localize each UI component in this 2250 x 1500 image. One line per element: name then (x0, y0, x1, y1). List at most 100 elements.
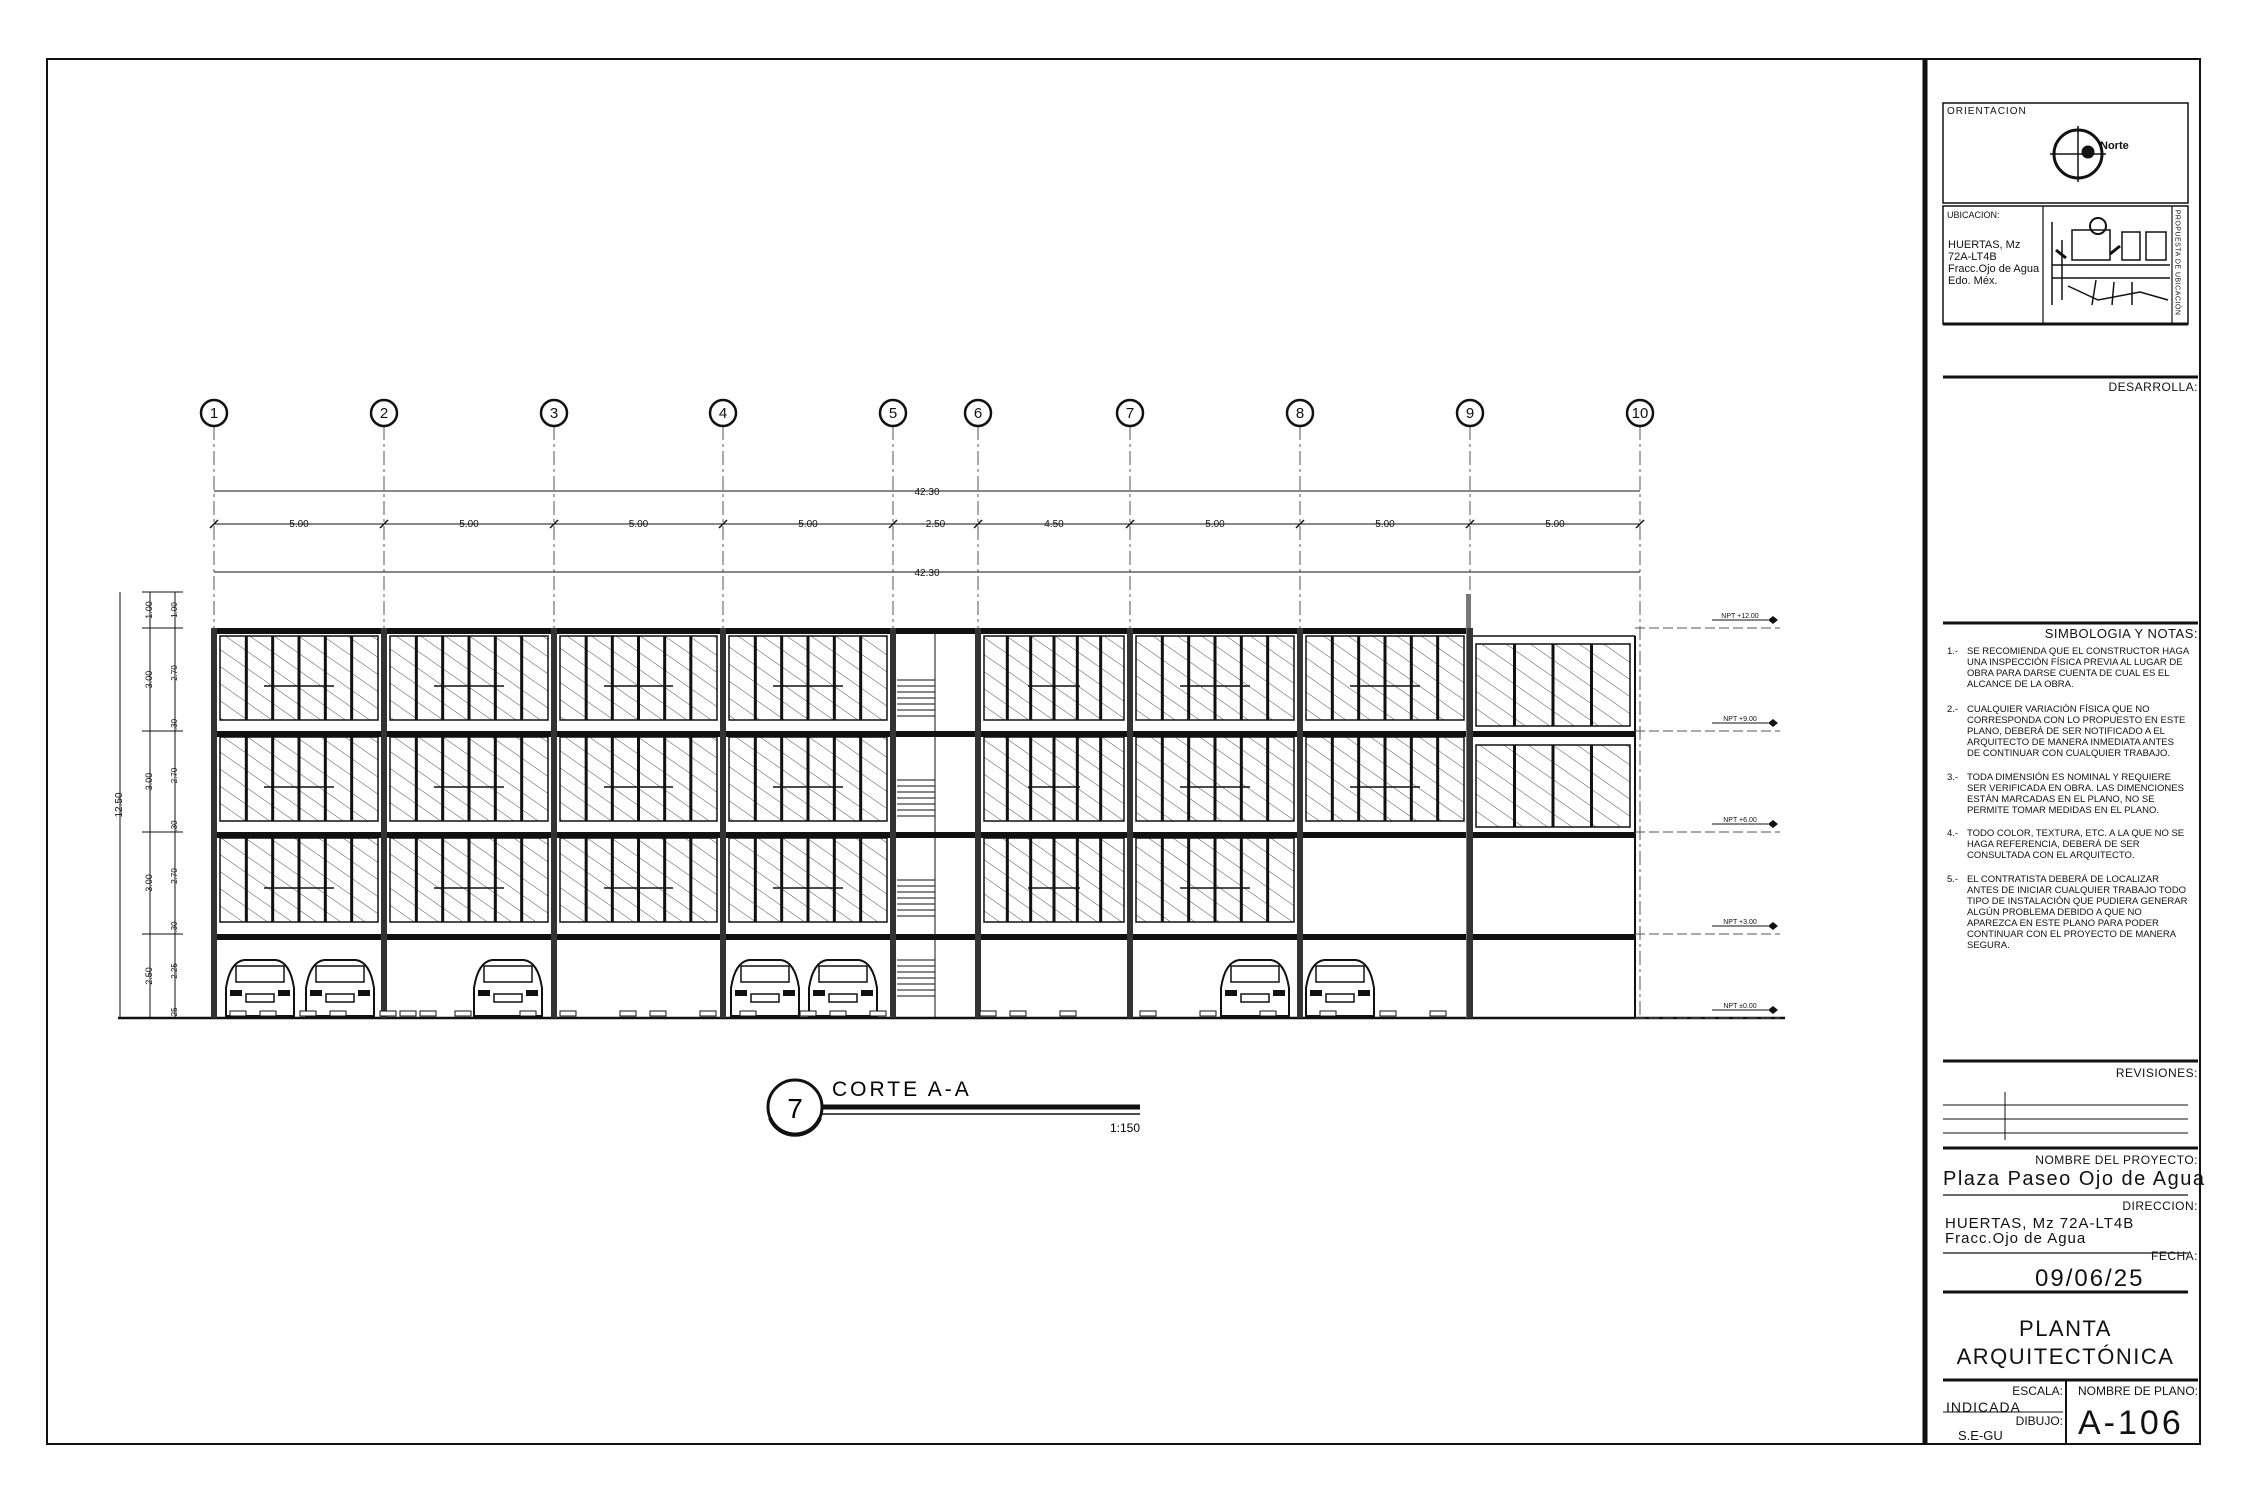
revisions-label: REVISIONES: (2115, 1066, 2198, 1080)
span-dimension: 5.00 (459, 519, 479, 530)
developer-label: DESARROLLA: (2108, 380, 2198, 394)
wheel-stop (1139, 1010, 1157, 1017)
wheel-stop (739, 1010, 757, 1017)
drawn-label: DIBUJO: (2015, 1414, 2063, 1428)
wheel-stop (259, 1010, 277, 1017)
notes-title: SIMBOLOGIA Y NOTAS: (2044, 626, 2198, 641)
level-dimension: 3.00 (144, 874, 154, 892)
grid-axis-bubble (708, 398, 738, 428)
car-windshield (818, 965, 868, 983)
column (211, 628, 217, 1018)
car-headlight (1358, 990, 1370, 996)
project-name-label: NOMBRE DEL PROYECTO: (2035, 1153, 2198, 1167)
wheel-stop (329, 1010, 347, 1017)
wheel-stop (799, 1010, 817, 1017)
grid-axis-bubble (963, 398, 993, 428)
drawn-value: S.E-GU (1958, 1428, 2003, 1443)
column (720, 628, 726, 1018)
level-tag: NPT +9.00 (1723, 716, 1757, 723)
grid-axis-bubble (878, 398, 908, 428)
level-dimension: .30 (170, 820, 179, 832)
grid-axis-bubble (1625, 398, 1655, 428)
wheel-stop (1259, 1010, 1277, 1017)
level-dimension: 2.70 (170, 868, 179, 884)
dimension-tick (1465, 519, 1475, 529)
scale-value: INDICADA (1946, 1399, 2021, 1415)
level-tag-marker (1768, 922, 1778, 930)
level-tag: NPT +3.00 (1723, 919, 1757, 926)
column (890, 628, 896, 1018)
car-grille (750, 993, 780, 1003)
car-headlight (735, 990, 747, 996)
floor-slab (214, 832, 1635, 838)
location-line-2: 72A-LT4B (1948, 251, 1997, 263)
car-headlight (1310, 990, 1322, 996)
wheel-stop (869, 1010, 887, 1017)
column (975, 628, 981, 1018)
column (381, 628, 387, 1018)
car-headlight (358, 990, 370, 996)
grid-axis-label: 6 (974, 405, 982, 422)
note-text: CUALQUIER VARIACIÓN FÍSICA QUE NO CORRES… (1967, 704, 2186, 759)
overall-dimension: 42.30 (914, 487, 939, 498)
note-text: SE RECOMIENDA QUE EL CONSTRUCTOR HAGA UN… (1967, 646, 2189, 690)
note-number: 3.- (1947, 772, 1959, 783)
wheel-stop (619, 1010, 637, 1017)
span-dimension: 4.50 (1044, 519, 1064, 530)
wheel-stop (1319, 1010, 1337, 1017)
sheet-number: A-106 (2078, 1404, 2184, 1442)
section-title: CORTE A-A (832, 1078, 972, 1101)
dimension-tick (718, 519, 728, 529)
level-tag: NPT +12.00 (1721, 613, 1759, 620)
location-side-text: PROPUESTA DE UBICACIÓN (2173, 209, 2181, 316)
dimension-tick (1125, 519, 1135, 529)
grid-axis-label: 10 (1632, 405, 1649, 422)
floor-slab (214, 731, 1635, 737)
sheet-border (46, 58, 2201, 1445)
car-headlight (1273, 990, 1285, 996)
floor-slab (214, 628, 1470, 634)
titleblock-graphics (1942, 102, 2198, 1444)
car-headlight (526, 990, 538, 996)
level-dimension: .25 (170, 1007, 179, 1019)
north-arrow-icon (2050, 126, 2106, 182)
grid-axis-bubble (539, 398, 569, 428)
wheel-stop (1059, 1010, 1077, 1017)
wheel-stop (299, 1010, 317, 1017)
wheel-stop (699, 1010, 717, 1017)
project-name: Plaza Paseo Ojo de Agua (1943, 1168, 2206, 1190)
wheel-stop (379, 1010, 397, 1017)
level-dimension-total: 12.50 (114, 792, 125, 817)
note-text: TODA DIMENSIÓN ES NOMINAL Y REQUIERE SER… (1967, 772, 2184, 816)
level-dimension: 3.00 (144, 671, 154, 689)
wheel-stop (1199, 1010, 1217, 1017)
car-headlight (310, 990, 322, 996)
car-windshield (315, 965, 365, 983)
grid-axis-label: 4 (719, 405, 727, 422)
address-line-1: HUERTAS, Mz 72A-LT4B (1945, 1215, 2135, 1232)
car-headlight (230, 990, 242, 996)
level-tag-marker (1768, 616, 1778, 624)
column (1297, 628, 1303, 1018)
column (551, 628, 557, 1018)
grid-axis-bubble (1285, 398, 1315, 428)
level-dimension: 2.50 (144, 967, 154, 985)
sheet-title-line-1: PLANTA (2019, 1316, 2112, 1341)
note-number: 4.- (1947, 828, 1959, 839)
sheet-title-line-2: ARQUITECTÓNICA (1956, 1344, 2175, 1369)
car-grille (325, 993, 355, 1003)
grid-axis-bubble (1115, 398, 1145, 428)
span-dimension: 2.50 (926, 519, 946, 530)
level-dimension: 2.70 (170, 665, 179, 681)
location-line-3: Fracc.Ojo de Agua (1948, 263, 2040, 275)
section-scale: 1:150 (1110, 1121, 1140, 1135)
car-grille (1325, 993, 1355, 1003)
overall-dimension-2: 42.30 (914, 568, 939, 579)
span-dimension: 5.00 (289, 519, 309, 530)
sheet-number-label: NOMBRE DE PLANO: (2077, 1384, 2198, 1398)
span-dimension: 5.00 (629, 519, 649, 530)
wheel-stop (649, 1010, 667, 1017)
wheel-stop (419, 1010, 437, 1017)
note-text: TODO COLOR, TEXTURA, ETC. A LA QUE NO SE… (1967, 828, 2185, 861)
